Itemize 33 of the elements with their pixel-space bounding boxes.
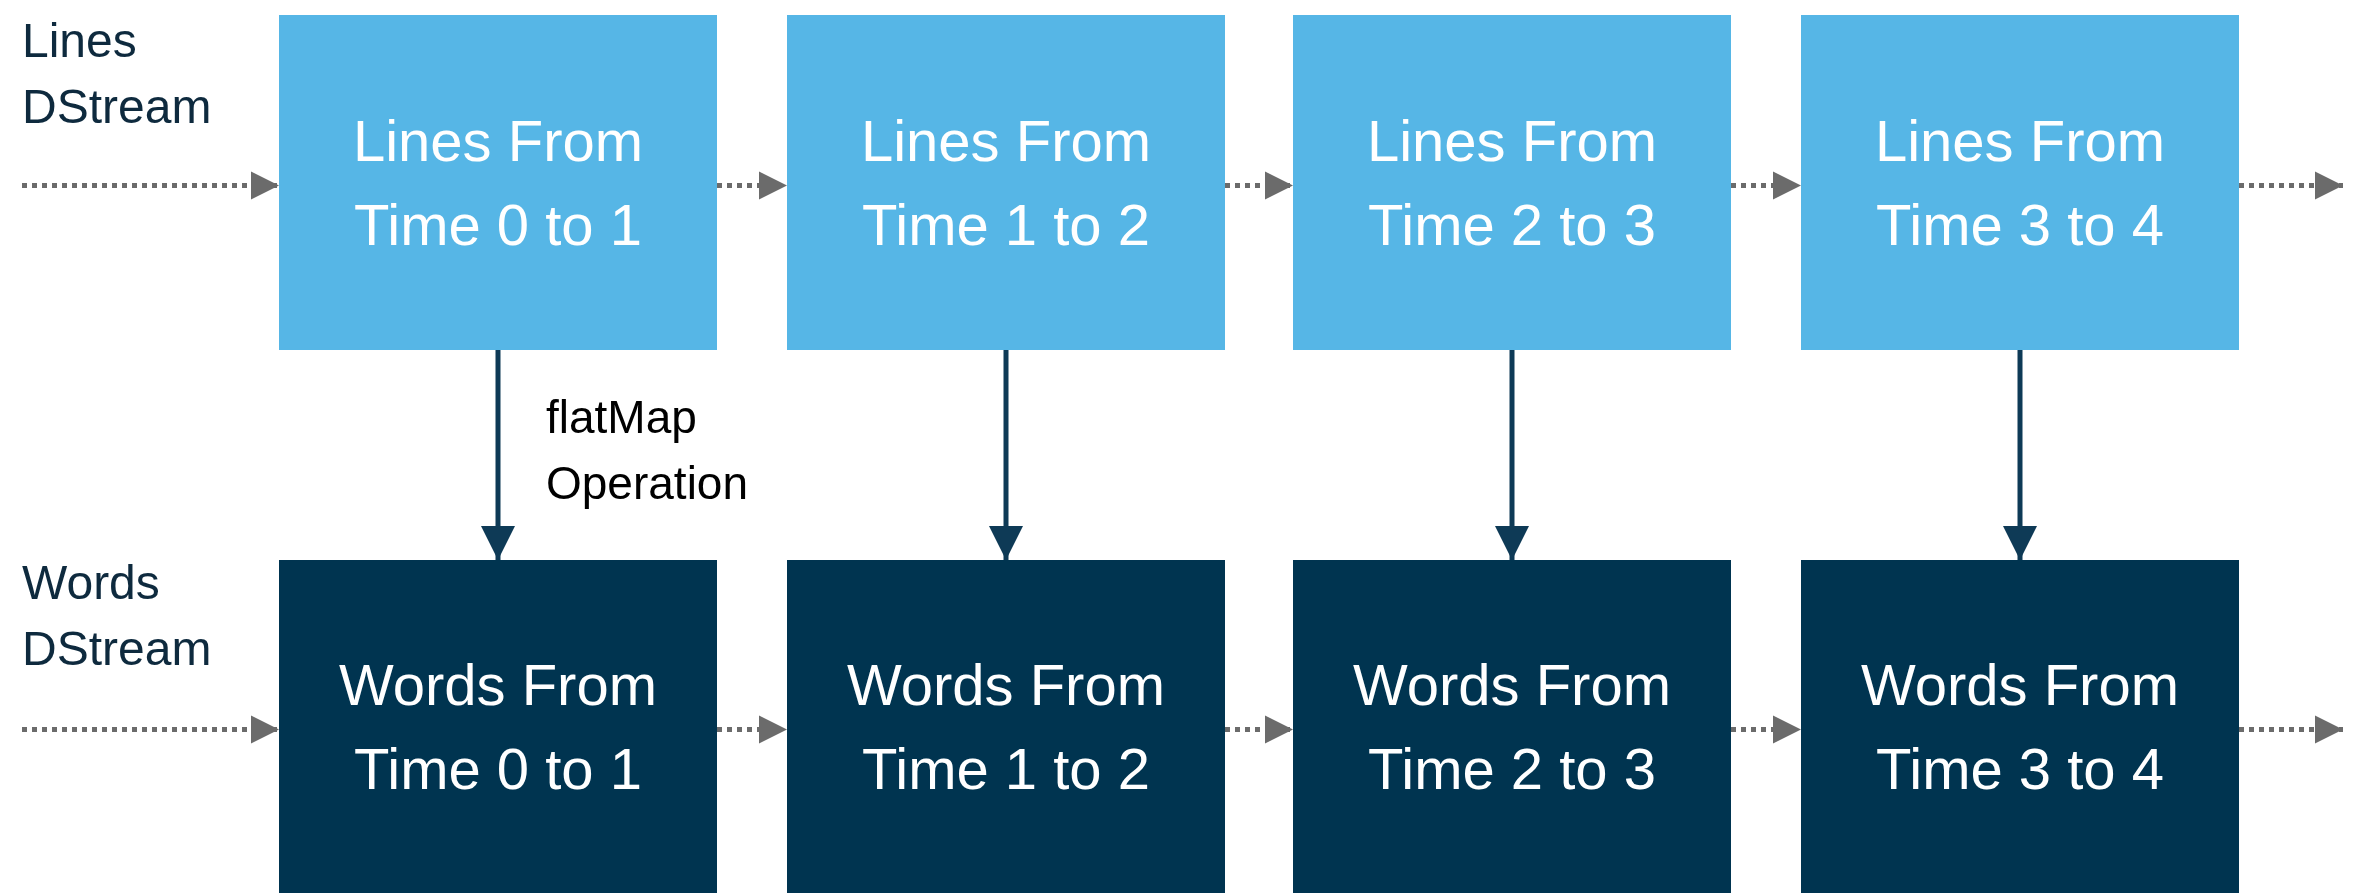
dotted-arrow: [2239, 715, 2343, 744]
dotted-arrow: [1225, 715, 1293, 744]
arrow: [989, 350, 1023, 560]
box-label: Words From Time 0 to 1: [338, 650, 658, 803]
dotted-arrow: [1225, 171, 1293, 200]
process-box: [1293, 15, 1731, 350]
arrow: [1495, 350, 1529, 560]
dotted-arrow: [22, 715, 279, 744]
box-label: Words From Time 3 to 4: [1860, 650, 2180, 803]
process-box: [1801, 560, 2239, 893]
arrow: [481, 350, 515, 560]
box-label: Lines From Time 3 to 4: [1873, 106, 2167, 259]
dotted-arrow: [717, 171, 787, 200]
process-box: [279, 15, 717, 350]
stream-label: Words DStream: [22, 555, 213, 677]
box-label: Lines From Time 1 to 2: [859, 106, 1153, 259]
box-label: Lines From Time 0 to 1: [351, 106, 645, 259]
box-label: Words From Time 2 to 3: [1352, 650, 1672, 803]
dotted-arrow: [2239, 171, 2343, 200]
edge-label: flatMap Operation: [546, 390, 748, 511]
process-box: [787, 15, 1225, 350]
process-box: [1801, 15, 2239, 350]
dotted-arrow: [22, 171, 279, 200]
process-box: [787, 560, 1225, 893]
dotted-arrow: [1731, 171, 1801, 200]
box-label: Lines From Time 2 to 3: [1365, 106, 1659, 259]
stream-label: Lines DStream: [22, 13, 213, 135]
process-box: [1293, 560, 1731, 893]
process-box: [279, 560, 717, 893]
box-label: Words From Time 1 to 2: [846, 650, 1166, 803]
dotted-arrow: [717, 715, 787, 744]
arrow: [2003, 350, 2037, 560]
dotted-arrow: [1731, 715, 1801, 744]
